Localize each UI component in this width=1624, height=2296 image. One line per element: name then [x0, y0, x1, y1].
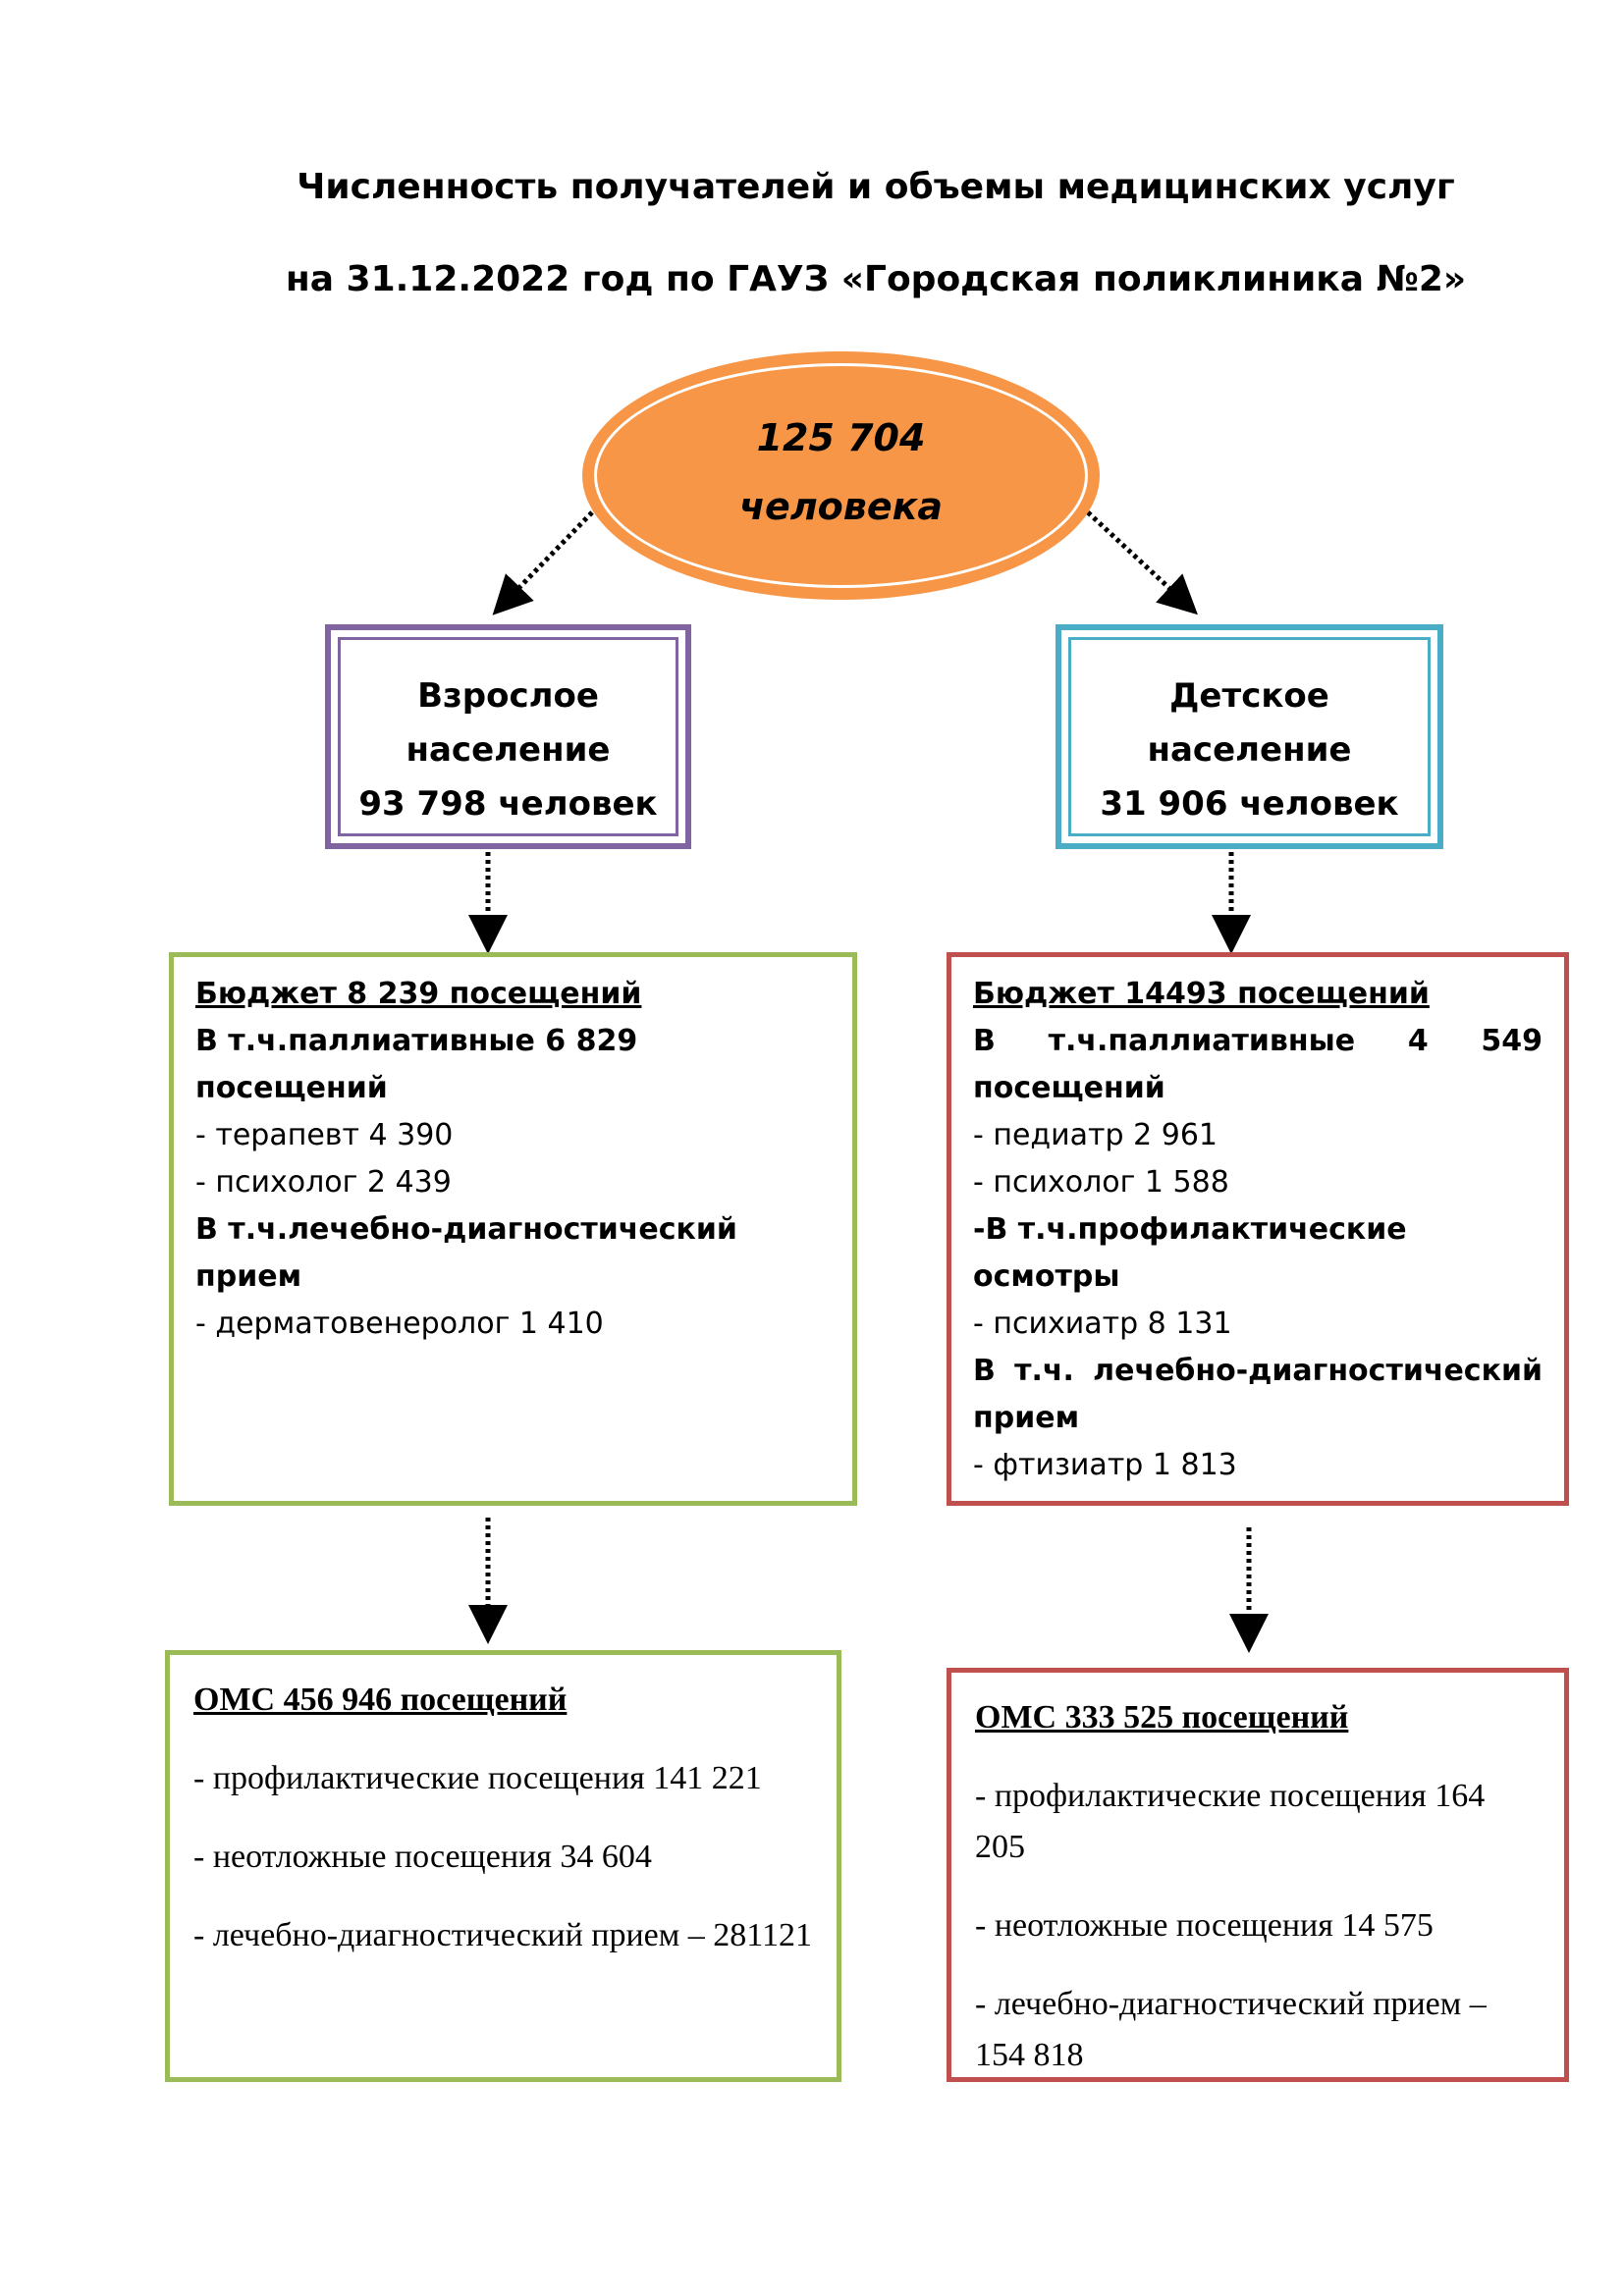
child-budget-diagnostic-cont: прием: [973, 1401, 1080, 1435]
child-oms-diagnostic: - лечебно-диагностический прием – 154 81…: [975, 1986, 1487, 2073]
adult-budget-psychologist: - психолог 2 439: [195, 1165, 452, 1200]
child-budget-psychologist: - психолог 1 588: [973, 1165, 1229, 1200]
child-budget-pediatrician: - педиатр 2 961: [973, 1118, 1218, 1152]
child-budget-diagnostic: В т.ч. лечебно-диагностический: [973, 1348, 1543, 1395]
adult-oms-title: ОМС 456 946 посещений: [193, 1682, 568, 1718]
word: лечебно-диагностический: [1093, 1354, 1543, 1388]
child-population-box: Детское население 31 906 человек: [1056, 624, 1443, 849]
adult-budget-diagnostic-cont: прием: [195, 1259, 302, 1294]
child-budget-preventive: -В т.ч.профилактические осмотры: [973, 1212, 1407, 1294]
adult-oms-box: ОМС 456 946 посещений - профилактические…: [165, 1650, 841, 2082]
word: В: [973, 1354, 996, 1388]
child-oms-title: ОМС 333 525 посещений: [975, 1699, 1349, 1735]
adult-budget-palliative: В т.ч.паллиативные 6 829 посещений: [195, 1024, 638, 1105]
diagram-title-line1: Численность получателей и объемы медицин…: [297, 167, 1455, 207]
diagram-title-line2: на 31.12.2022 год по ГАУЗ «Городская пол…: [285, 259, 1467, 299]
child-budget-title: Бюджет 14493 посещений: [973, 977, 1430, 1011]
child-oms-box: ОМС 333 525 посещений - профилактические…: [947, 1668, 1569, 2082]
word: т.ч.: [1014, 1354, 1074, 1388]
adult-population-label: Взрослое: [417, 676, 599, 716]
child-oms-preventive: - профилактические посещения 164 205: [975, 1778, 1486, 1865]
child-budget-palliative: В т.ч.паллиативные 4 549: [973, 1018, 1543, 1065]
adult-budget-dermatovenerologist: - дерматовенеролог 1 410: [195, 1307, 604, 1341]
adult-budget-title: Бюджет 8 239 посещений: [195, 977, 642, 1011]
child-budget-palliative-cont: посещений: [973, 1071, 1165, 1105]
child-budget-phthisiatrician: - фтизиатр 1 813: [973, 1448, 1237, 1482]
total-population-number: 125 704: [756, 416, 926, 459]
adult-population-label-2: население: [406, 730, 611, 770]
arrow-total-to-child: [1086, 510, 1198, 615]
arrow-total-to-adult: [492, 510, 594, 615]
word: т.ч.паллиативные: [1048, 1024, 1356, 1058]
child-population-label-2: население: [1147, 730, 1352, 770]
child-budget-box: Бюджет 14493 посещений В т.ч.паллиативны…: [947, 952, 1569, 1506]
adult-population-box: Взрослое население 93 798 человек: [325, 624, 691, 849]
adult-oms-diagnostic: - лечебно-диагностический прием – 281121: [193, 1917, 813, 1953]
adult-oms-preventive: - профилактические посещения 141 221: [193, 1760, 762, 1796]
child-oms-urgent: - неотложные посещения 14 575: [975, 1907, 1434, 1944]
adult-oms-urgent: - неотложные посещения 34 604: [193, 1839, 652, 1875]
child-population-label: Детское: [1169, 676, 1329, 716]
total-population-unit: человека: [738, 485, 944, 528]
child-budget-psychiatrist: - психиатр 8 131: [973, 1307, 1232, 1341]
word: В: [973, 1024, 996, 1058]
adult-budget-diagnostic: В т.ч.лечебно-диагностический: [195, 1212, 737, 1247]
total-population-ellipse: 125 704 человека: [582, 351, 1100, 600]
adult-budget-therapist: - терапевт 4 390: [195, 1118, 454, 1152]
child-population-count: 31 906 человек: [1100, 784, 1399, 824]
adult-population-count: 93 798 человек: [358, 784, 658, 824]
adult-budget-box: Бюджет 8 239 посещений В т.ч.паллиативны…: [169, 952, 857, 1506]
word: 4: [1407, 1024, 1429, 1058]
word: 549: [1481, 1024, 1543, 1058]
